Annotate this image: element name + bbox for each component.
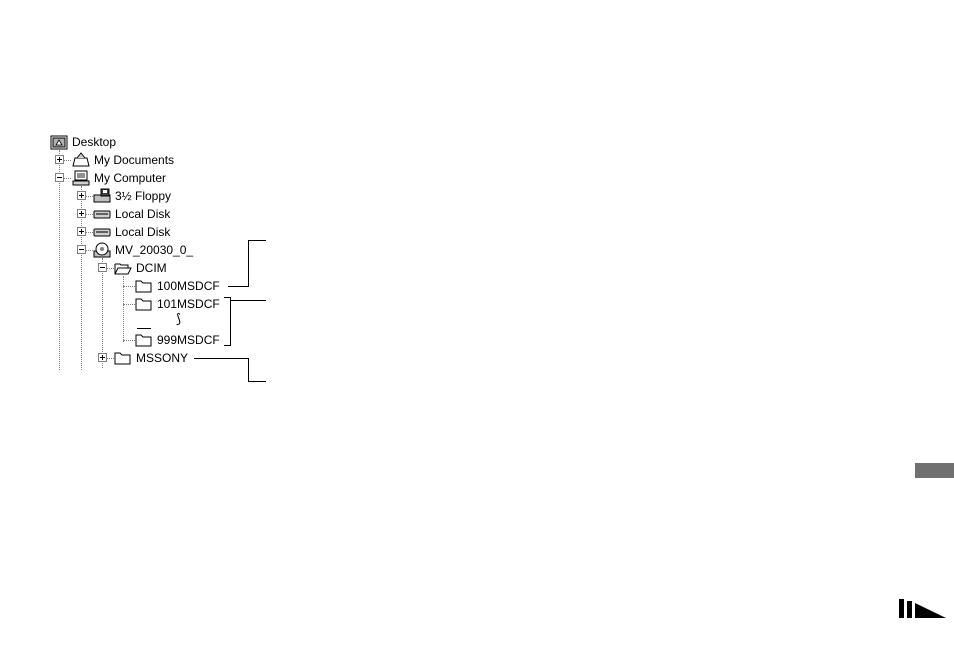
tree-line [102,258,103,368]
section-tab [915,463,954,478]
tree-line [81,232,93,233]
tree-line [123,304,135,305]
tree-line [102,358,114,359]
tree-line [81,214,93,215]
expand-local-disk-1-button[interactable] [77,209,86,218]
tree-item-folder-100[interactable]: 100MSDCF [135,277,220,295]
tree-item-desktop[interactable]: Desktop [50,133,116,151]
folder-icon [135,334,152,347]
tree-item-mssony[interactable]: MSSONY [114,349,188,367]
folder-icon [135,298,152,311]
tree-line [81,250,93,251]
tree-item-dcim[interactable]: DCIM [114,259,167,277]
folder-icon [114,352,131,365]
tree-line [59,160,71,161]
collapse-camera-drive-button[interactable] [77,245,86,254]
callout-line-mssony [194,358,248,359]
tree-line [123,276,124,342]
expand-local-disk-2-button[interactable] [77,227,86,236]
tree-item-camera-drive[interactable]: MV_20030_0_ [93,241,193,259]
tree-item-label: Desktop [72,135,117,149]
folder-open-icon [114,263,132,275]
tree-item-folder-999[interactable]: 999MSDCF [135,331,220,349]
tree-item-label: 100MSDCF [157,279,220,293]
callout-line-range [230,300,266,301]
tree-line [81,196,93,197]
callout-line-dcim [248,240,266,241]
collapse-my-computer-button[interactable] [55,173,64,182]
tree-line [81,186,82,370]
tree-line [123,340,135,341]
range-bracket [224,297,231,346]
tree-item-label: DCIM [136,261,167,275]
separator-line [137,328,151,329]
tree-item-label: My Documents [94,153,175,167]
floppy-drive-icon [93,188,111,203]
tree-item-label: 3½ Floppy [115,189,172,203]
tree-item-my-documents[interactable]: My Documents [72,151,174,169]
collapse-dcim-button[interactable] [98,263,107,272]
tree-item-local-disk-2[interactable]: Local Disk [93,223,170,241]
expand-floppy-button[interactable] [77,191,86,200]
hard-disk-icon [93,228,111,237]
tree-item-label: 101MSDCF [157,297,220,311]
desktop-icon [50,135,68,150]
folder-icon [135,280,152,293]
tree-line [123,286,135,287]
callout-line-mssony [248,381,266,382]
tree-item-label: Local Disk [115,207,171,221]
tree-item-floppy[interactable]: 3½ Floppy [93,187,171,205]
tree-item-label: 999MSDCF [157,333,220,347]
tree-line [59,178,71,179]
computer-icon [72,170,90,186]
tree-item-local-disk-1[interactable]: Local Disk [93,205,170,223]
hard-disk-icon [93,210,111,219]
tree-item-label: Local Disk [115,225,171,239]
tree-line [59,150,60,370]
callout-line-dcim [248,240,249,287]
callout-line-dcim [228,286,248,287]
tree-item-folder-101[interactable]: 101MSDCF [135,295,220,313]
continue-arrow-icon [899,599,946,618]
tree-item-label: MSSONY [136,351,189,365]
tree-item-label: My Computer [94,171,167,185]
tree-line [102,268,114,269]
removable-disk-icon [93,242,111,258]
tree-item-my-computer[interactable]: My Computer [72,169,166,187]
expand-mssony-button[interactable] [98,353,107,362]
expand-my-documents-button[interactable] [55,155,64,164]
my-documents-icon [72,152,90,167]
callout-line-mssony [248,358,249,382]
tree-item-label: MV_20030_0_ [115,243,194,257]
range-mark: ⟆ [176,311,182,326]
